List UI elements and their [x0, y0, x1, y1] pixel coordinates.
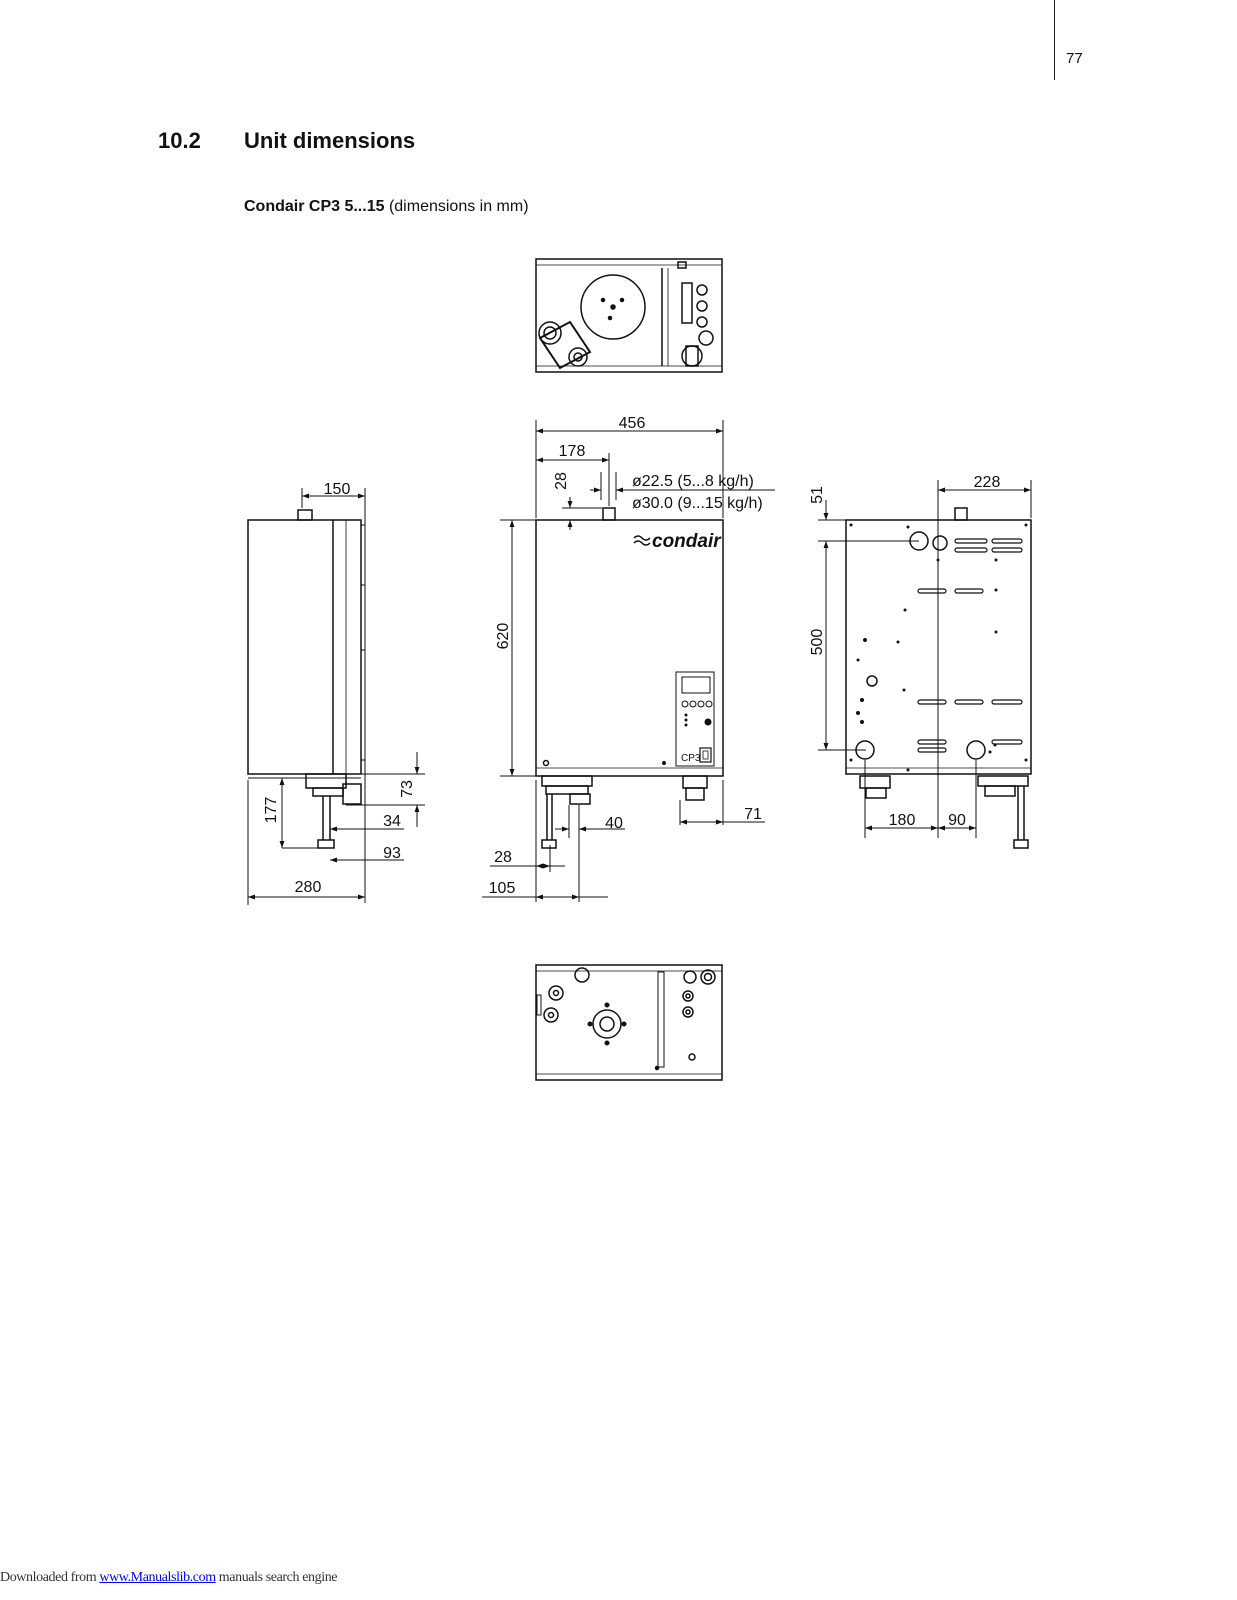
dim-40: 40 — [605, 815, 623, 832]
footer-suffix: manuals search engine — [215, 1570, 338, 1585]
logo-wave-icon — [633, 535, 651, 546]
units-note: (dimensions in mm) — [388, 198, 529, 215]
dim-150: 150 — [324, 481, 351, 498]
dim-180: 180 — [889, 812, 916, 829]
dim-500: 500 — [809, 629, 826, 656]
footer: Downloaded from www.Manualslib.com manua… — [0, 1570, 338, 1586]
top-view — [535, 258, 723, 373]
dim-51: 51 — [809, 486, 826, 504]
condair-logo: condair — [652, 531, 722, 552]
dim-diameter-large: ø30.0 (9...15 kg/h) — [632, 495, 763, 512]
dim-456: 456 — [619, 415, 646, 432]
dim-90: 90 — [948, 812, 966, 829]
back-view-labels: 228 51 500 180 90 — [809, 474, 1000, 829]
manualslib-link[interactable]: www.Manualslib.com — [99, 1570, 216, 1585]
section-title: Unit dimensions — [244, 128, 416, 153]
back-view-dimensions — [818, 480, 1032, 838]
dim-177: 177 — [263, 797, 280, 824]
side-view-labels: 150 73 177 34 93 280 — [263, 481, 416, 896]
section-number: 10.2 — [158, 128, 201, 153]
front-view-labels: 456 178 28 ø22.5 (5...8 kg/h) ø30.0 (9..… — [489, 415, 763, 897]
dim-105: 105 — [489, 880, 516, 897]
dim-620: 620 — [495, 623, 512, 650]
header-rule — [1054, 0, 1055, 80]
dim-73: 73 — [399, 780, 416, 798]
front-view-dimensions — [482, 420, 775, 902]
cp3-badge: CP3 — [681, 753, 701, 764]
dim-178: 178 — [559, 443, 586, 460]
dim-93: 93 — [383, 845, 401, 862]
dim-228: 228 — [974, 474, 1001, 491]
dim-280: 280 — [295, 879, 322, 896]
side-view — [247, 509, 366, 849]
bottom-view — [535, 964, 723, 1081]
dim-28-top: 28 — [553, 472, 570, 490]
page-number: 77 — [1066, 50, 1083, 67]
figure-caption: Condair CP3 5...15 (dimensions in mm) — [244, 198, 529, 216]
dim-34: 34 — [383, 813, 401, 830]
front-view — [535, 507, 724, 849]
dim-28-bottom: 28 — [494, 849, 512, 866]
footer-prefix: Downloaded from — [0, 1570, 100, 1585]
side-view-dimensions — [247, 488, 425, 905]
dim-diameter-small: ø22.5 (5...8 kg/h) — [632, 473, 754, 490]
dim-71: 71 — [744, 806, 762, 823]
model-name: Condair CP3 5...15 — [244, 198, 385, 215]
